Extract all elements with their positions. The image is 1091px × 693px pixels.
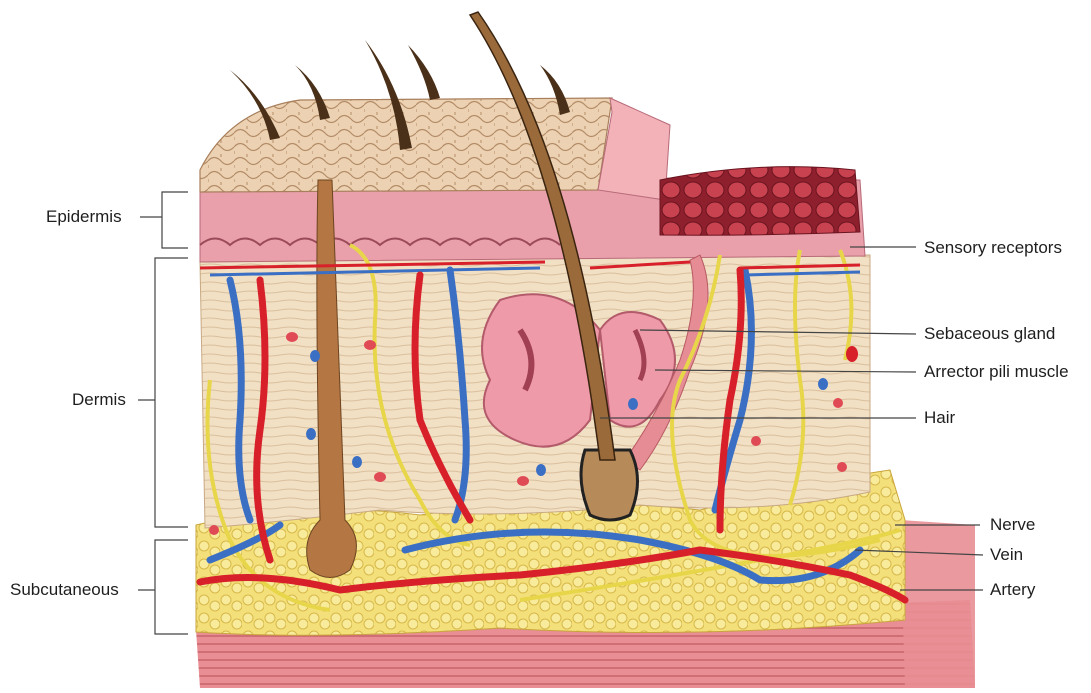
label-artery: Artery (990, 580, 1035, 600)
brackets (138, 192, 188, 634)
label-sebaceous-gland: Sebaceous gland (924, 324, 1055, 344)
label-sensory-receptors: Sensory receptors (924, 238, 1062, 258)
label-vein: Vein (990, 545, 1023, 565)
label-dermis: Dermis (72, 390, 126, 410)
label-epidermis: Epidermis (46, 207, 122, 227)
label-arrector-pili-muscle: Arrector pili muscle (924, 362, 1069, 382)
label-hair: Hair (924, 408, 955, 428)
label-subcutaneous: Subcutaneous (10, 580, 119, 600)
papillae-bumps (660, 167, 860, 236)
label-nerve: Nerve (990, 515, 1035, 535)
